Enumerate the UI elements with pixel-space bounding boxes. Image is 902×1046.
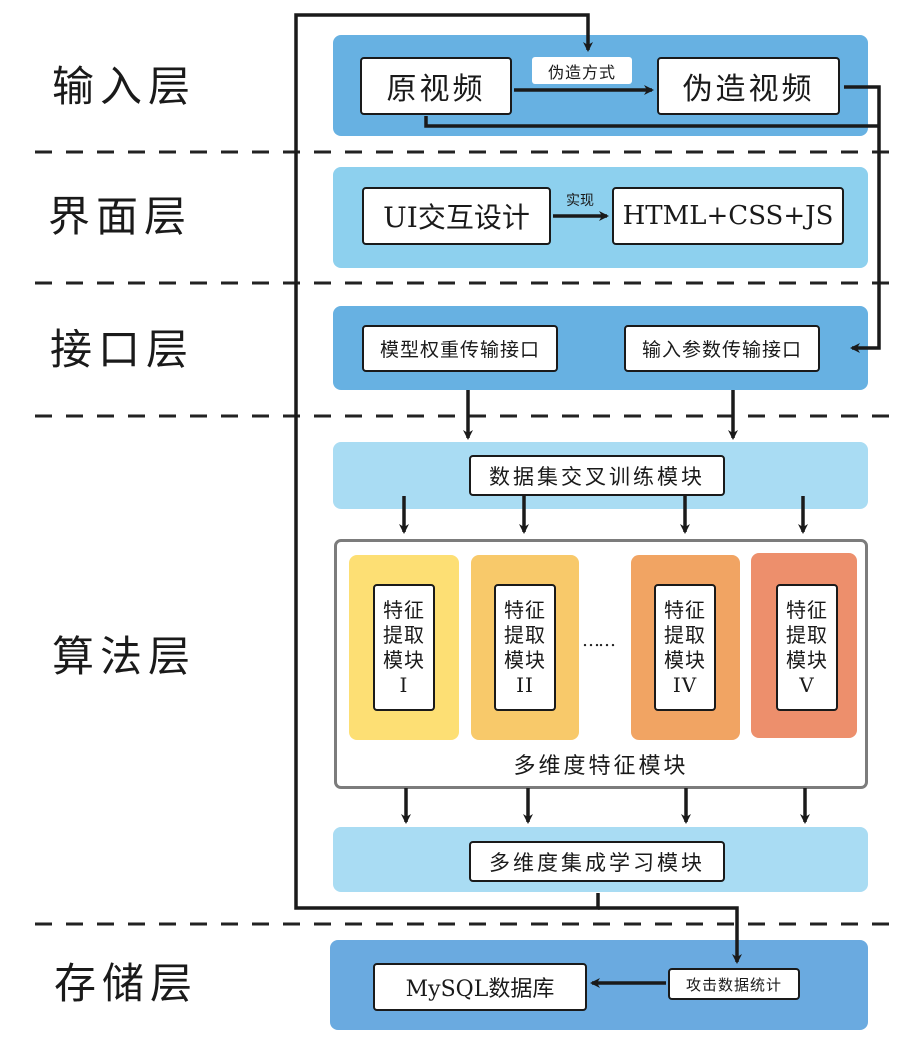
input-param-interface-box: 输入参数传输接口 bbox=[624, 325, 820, 372]
feature-module-4-numeral: IV bbox=[672, 672, 698, 697]
feature-module-4-line2: 提取 bbox=[664, 622, 706, 647]
feature-module-4-line1: 特征 bbox=[664, 597, 706, 622]
feature-module-5: 特征 提取 模块 V bbox=[776, 584, 838, 711]
multidim-feature-label: 多维度特征模块 bbox=[513, 754, 689, 779]
layer-label-interface: 接口层 bbox=[50, 325, 195, 374]
source-video-box: 原视频 bbox=[360, 57, 512, 115]
forge-method-label: 伪造方式 bbox=[532, 57, 632, 84]
layer-label-input: 输入层 bbox=[52, 62, 197, 111]
forged-video-box: 伪造视频 bbox=[657, 57, 840, 115]
layer-label-algorithm: 算法层 bbox=[52, 632, 197, 681]
feature-module-4-line3: 模块 bbox=[664, 647, 706, 672]
layer-label-storage: 存储层 bbox=[54, 959, 199, 1008]
tech-stack-box: HTML+CSS+JS bbox=[612, 187, 844, 245]
feature-module-1-numeral: I bbox=[399, 672, 409, 697]
feature-module-1: 特征 提取 模块 I bbox=[373, 584, 435, 711]
cross-training-box: 数据集交叉训练模块 bbox=[469, 455, 725, 496]
ui-design-box: UI交互设计 bbox=[362, 187, 551, 245]
ensemble-learning-box: 多维度集成学习模块 bbox=[469, 841, 725, 882]
feature-module-5-numeral: V bbox=[799, 672, 815, 697]
layer-label-ui: 界面层 bbox=[48, 192, 193, 241]
feature-module-2: 特征 提取 模块 II bbox=[494, 584, 556, 711]
feature-module-2-numeral: II bbox=[516, 672, 534, 697]
feature-module-5-line1: 特征 bbox=[786, 597, 828, 622]
feature-module-2-line2: 提取 bbox=[504, 622, 546, 647]
feature-module-1-line1: 特征 bbox=[383, 597, 425, 622]
attack-stats-box: 攻击数据统计 bbox=[668, 968, 800, 1000]
model-weight-interface-box: 模型权重传输接口 bbox=[362, 325, 558, 372]
feature-module-1-line2: 提取 bbox=[383, 622, 425, 647]
implement-label: 实现 bbox=[566, 193, 594, 209]
feature-module-1-line3: 模块 bbox=[383, 647, 425, 672]
feature-module-ellipsis: …… bbox=[582, 630, 616, 651]
feature-module-2-line3: 模块 bbox=[504, 647, 546, 672]
feature-module-4: 特征 提取 模块 IV bbox=[654, 584, 716, 711]
feature-module-5-line2: 提取 bbox=[786, 622, 828, 647]
feature-module-2-line1: 特征 bbox=[504, 597, 546, 622]
mysql-database-box: MySQL数据库 bbox=[373, 963, 587, 1011]
feature-module-5-line3: 模块 bbox=[786, 647, 828, 672]
